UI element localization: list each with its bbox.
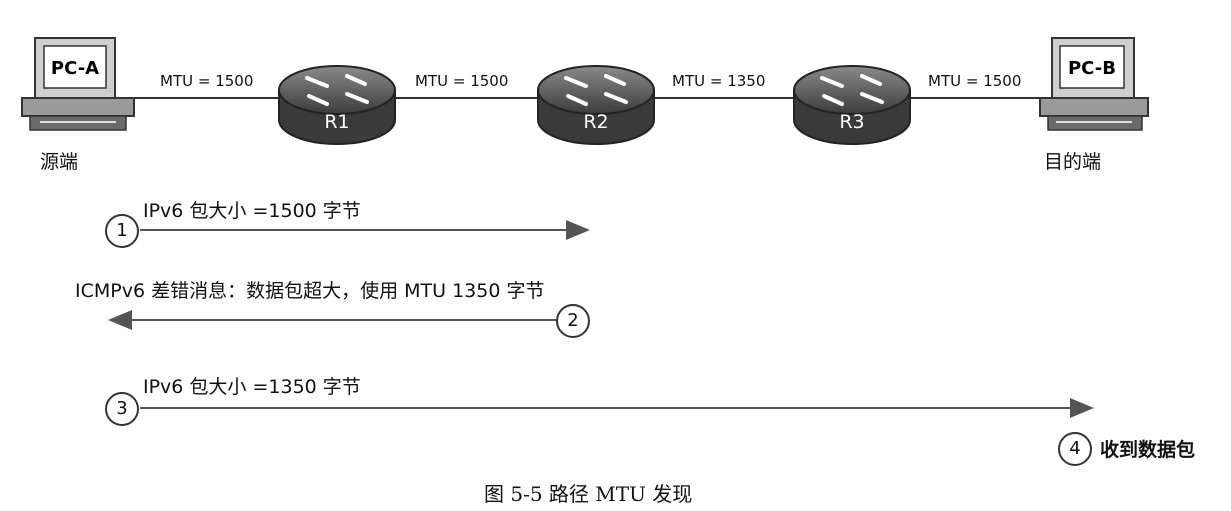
router-r2-icon: R2 — [537, 65, 655, 145]
step-4-number: 4 — [1058, 432, 1092, 466]
pc-b-icon — [1039, 37, 1149, 131]
source-label: 源端 — [40, 151, 79, 173]
link-mtu-label-4: MTU = 1500 — [928, 72, 1022, 90]
step-1-number: 1 — [105, 214, 139, 248]
pc-b-label: PC-B — [1068, 58, 1116, 79]
router-r2-label: R2 — [583, 111, 608, 133]
link-mtu-label-2: MTU = 1500 — [415, 72, 509, 90]
link-mtu-label-1: MTU = 1500 — [160, 72, 254, 90]
figure-caption: 图 5-5 路径 MTU 发现 — [484, 482, 693, 506]
router-r1-label: R1 — [324, 111, 349, 133]
step-1-text: IPv6 包大小 =1500 字节 — [143, 200, 361, 222]
router-r3-icon: R3 — [793, 65, 911, 145]
pc-a-label: PC-A — [51, 58, 99, 79]
step-2-number: 2 — [556, 304, 590, 338]
router-r3-label: R3 — [839, 111, 864, 133]
step-3-number: 3 — [105, 392, 139, 426]
step-2-text: ICMPv6 差错消息：数据包超大，使用 MTU 1350 字节 — [75, 280, 545, 302]
destination-label: 目的端 — [1044, 151, 1102, 173]
step-3-text: IPv6 包大小 =1350 字节 — [143, 376, 361, 398]
link-mtu-label-3: MTU = 1350 — [672, 72, 766, 90]
router-r1-icon: R1 — [278, 65, 396, 145]
step-4-text: 收到数据包 — [1100, 439, 1196, 461]
pc-a-icon — [21, 37, 135, 131]
